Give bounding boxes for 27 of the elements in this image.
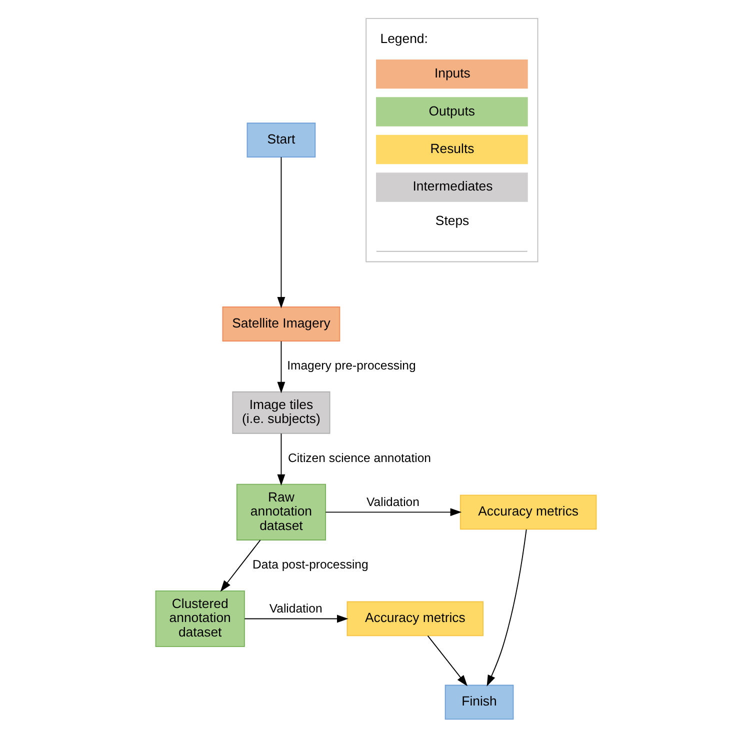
label: Legend:	[380, 31, 428, 46]
edge-label: Validation	[268, 602, 322, 616]
arrow	[486, 528, 526, 686]
arrow	[276, 340, 285, 394]
edge-label: Citizen science annotation	[287, 451, 431, 466]
arrow	[276, 433, 285, 486]
node-box: Image tiles (i.e. subjects)	[232, 391, 330, 434]
edge-label: Validation	[366, 494, 419, 509]
node-box: Accuracy metrics	[459, 494, 596, 530]
legend-label: Intermediates	[412, 178, 492, 194]
arrow	[276, 156, 285, 308]
arrow	[426, 635, 468, 686]
arrow	[220, 540, 260, 592]
edge-label: Imagery pre-processing	[286, 358, 416, 373]
node-box: Satellite Imagery	[222, 306, 340, 342]
legend-label: Outputs	[428, 103, 475, 118]
arrow	[244, 614, 348, 623]
node-box: Finish	[444, 684, 514, 720]
legend-label: Inputs	[434, 66, 470, 81]
arrow	[324, 508, 462, 516]
node-box: Raw annotation dataset	[236, 484, 326, 540]
legend-label: Results	[430, 141, 474, 156]
node-box: Clustered annotation dataset	[154, 590, 244, 648]
node-box: Start	[246, 122, 316, 158]
legend-label: Steps	[434, 213, 469, 228]
edge-label: Data post-processing	[252, 558, 368, 572]
node-box: Accuracy metrics	[346, 601, 484, 636]
